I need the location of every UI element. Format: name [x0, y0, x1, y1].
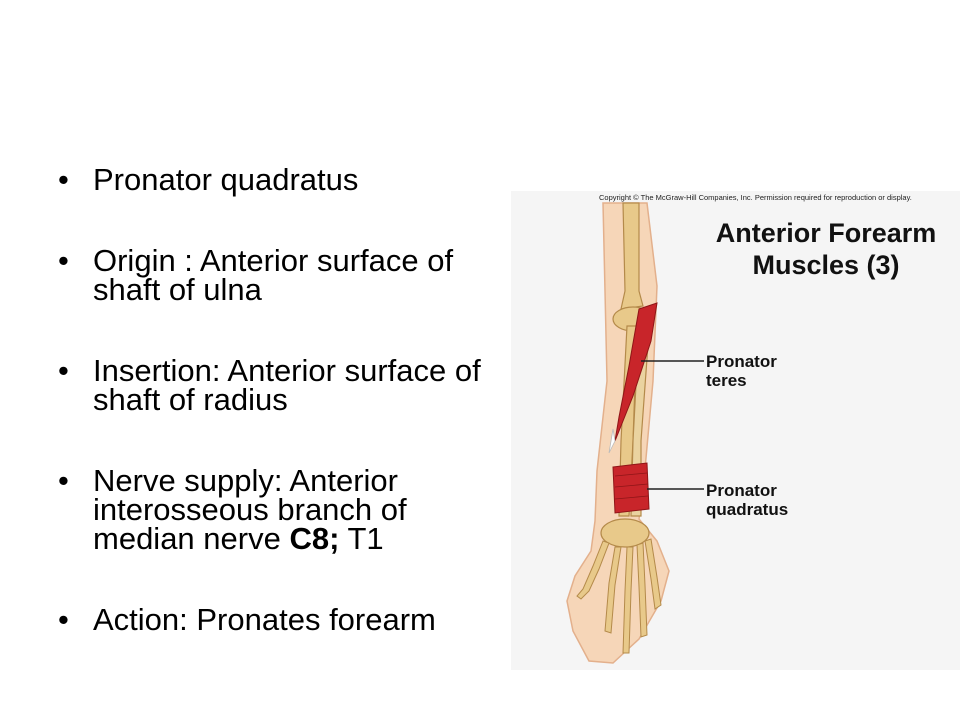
anatomy-figure: Copyright © The McGraw-Hill Companies, I… — [511, 191, 960, 670]
nerve-supply-text: Nerve supply: Anterior interosseous bran… — [93, 463, 407, 556]
figure-title-line2: Muscles (3) — [752, 250, 900, 280]
bullet-action: Action: Pronates forearm — [58, 604, 508, 635]
label-pronator-quadratus: Pronator quadratus — [706, 481, 788, 519]
pronator-quadratus-muscle — [612, 462, 650, 514]
bullet-list: Pronator quadratus Origin : Anterior sur… — [58, 164, 508, 635]
label-pronator-teres-line1: Pronator — [706, 352, 777, 371]
label-pronator-teres-line2: teres — [706, 371, 747, 390]
bullet-nerve-supply: Nerve supply: Anterior interosseous bran… — [58, 463, 508, 556]
finger-bones — [576, 538, 662, 654]
label-pronator-quadratus-line2: quadratus — [706, 500, 789, 519]
copyright-notice: Copyright © The McGraw-Hill Companies, I… — [599, 193, 912, 202]
nerve-root-c8: C8; — [289, 521, 340, 556]
pronator-teres-muscle — [614, 302, 658, 442]
figure-title: Anterior Forearm Muscles (3) — [706, 217, 946, 281]
forearm-illustration — [566, 202, 704, 664]
bullet-insertion: Insertion: Anterior surface of shaft of … — [58, 355, 508, 415]
bullet-pronator-quadratus: Pronator quadratus — [58, 164, 508, 195]
bullet-origin: Origin : Anterior surface of shaft of ul… — [58, 245, 508, 305]
pronator-teres-tendon — [608, 428, 616, 454]
label-pronator-teres: Pronator teres — [706, 352, 777, 390]
carpal-bones — [600, 518, 650, 548]
label-pronator-quadratus-line1: Pronator — [706, 481, 777, 500]
figure-title-line1: Anterior Forearm — [715, 218, 937, 248]
nerve-root-t1: T1 — [339, 521, 384, 556]
humerus-bone — [620, 202, 644, 310]
